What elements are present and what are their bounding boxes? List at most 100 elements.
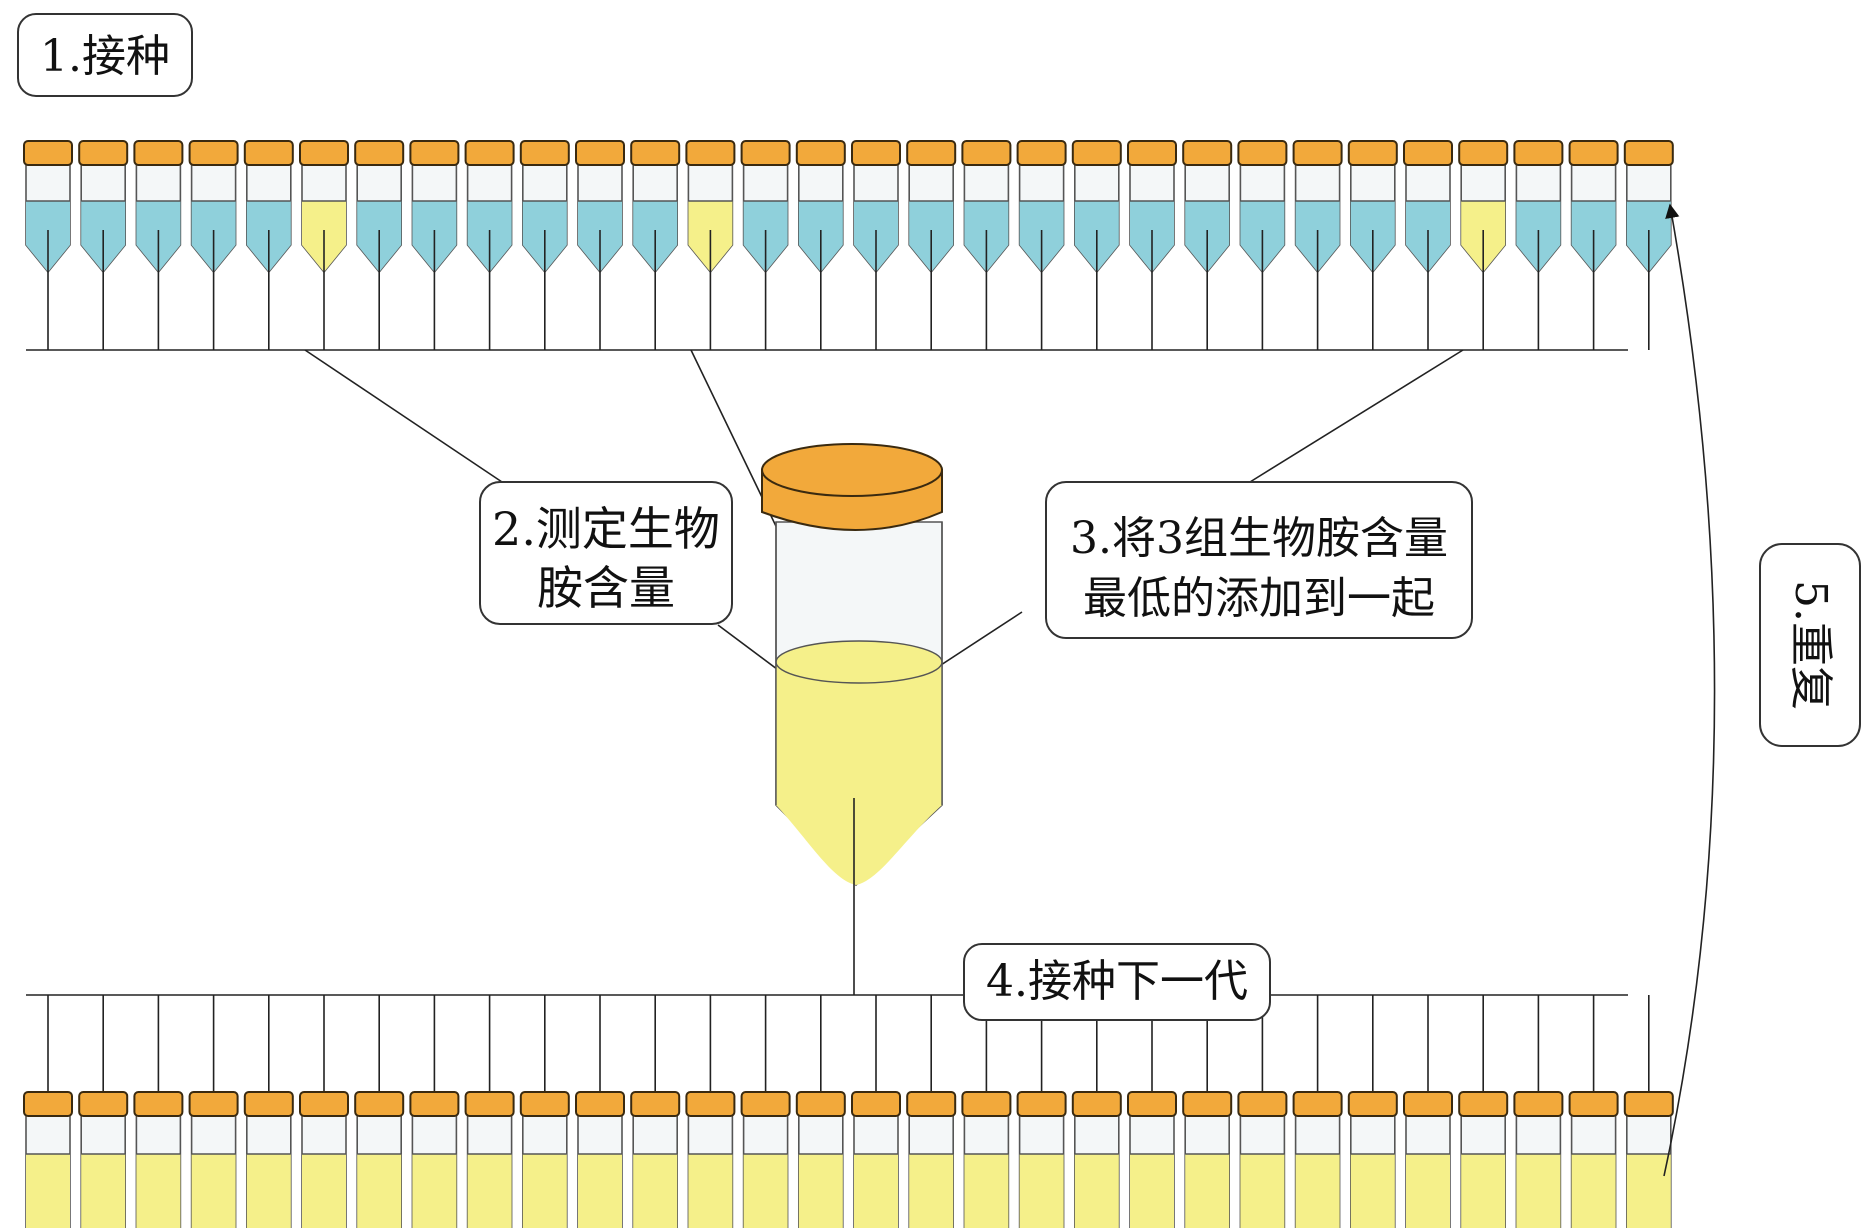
- step1-label-box: [17, 13, 193, 97]
- bottom-tube-cap: [1071, 1091, 1122, 1117]
- bottom-tube: [1347, 995, 1398, 1228]
- bottom-tube-cap: [519, 1091, 570, 1117]
- bottom-tube-liquid: [854, 1154, 898, 1228]
- bottom-tube-cap: [409, 1091, 460, 1117]
- bottom-tube-liquid: [26, 1154, 70, 1228]
- top-tube: [519, 140, 570, 350]
- bottom-tube-liquid: [1019, 1154, 1064, 1228]
- bottom-tube: [23, 995, 73, 1228]
- top-tube: [299, 140, 349, 350]
- top-tube-cap: [133, 140, 184, 166]
- bottom-tube: [961, 995, 1012, 1228]
- step2-label-box: [479, 481, 733, 625]
- top-tube: [1292, 140, 1343, 350]
- bottom-tube-liquid: [81, 1154, 126, 1228]
- bottom-tube: [1623, 995, 1674, 1228]
- bottom-tube-cap: [685, 1091, 736, 1117]
- top-tube-cap: [1071, 140, 1122, 166]
- step4-label-box: [963, 943, 1271, 1021]
- top-tube-cap: [630, 140, 681, 166]
- bottom-tube-cap: [1292, 1091, 1343, 1117]
- bottom-tube: [1237, 995, 1288, 1228]
- bottom-tube-cap: [1182, 1091, 1233, 1117]
- top-tube: [1623, 140, 1674, 350]
- top-tube: [1237, 140, 1288, 350]
- bottom-tube-cap: [740, 1091, 791, 1117]
- top-tube-cap: [354, 140, 405, 166]
- bottom-tube-cap: [1347, 1091, 1398, 1117]
- top-tube-cap: [464, 140, 515, 166]
- top-tube-cap: [1568, 140, 1619, 166]
- step5-label-box: [1759, 543, 1861, 747]
- top-tube-cap: [851, 140, 901, 166]
- bottom-tube-cap: [1127, 1091, 1177, 1117]
- bottom-tube: [354, 995, 405, 1228]
- bottom-tube-cap: [851, 1091, 901, 1117]
- bottom-tube-liquid: [1461, 1154, 1506, 1228]
- top-tube: [1458, 140, 1509, 350]
- step2-label-line2: 胺含量: [537, 561, 675, 615]
- step2-label-line1: 2.测定生物: [492, 502, 720, 556]
- bottom-tube-liquid: [357, 1154, 402, 1228]
- step4-label-text: 4.接种下一代: [986, 956, 1248, 1007]
- top-tube-cap: [685, 140, 736, 166]
- bottom-tube: [906, 995, 957, 1228]
- bottom-tube-cap: [23, 1091, 73, 1117]
- top-tube: [354, 140, 405, 350]
- top-tube: [464, 140, 515, 350]
- bottom-tube-cap: [961, 1091, 1012, 1117]
- bottom-tube: [1071, 995, 1122, 1228]
- bottom-tube: [740, 995, 791, 1228]
- top-tube: [409, 140, 460, 350]
- top-tube: [1127, 140, 1177, 350]
- top-tube-cap: [1237, 140, 1288, 166]
- step2-label: 2.测定生物 胺含量: [479, 481, 733, 625]
- top-tube: [1568, 140, 1619, 350]
- bottom-tube: [1568, 995, 1619, 1228]
- top-tube-cap: [409, 140, 460, 166]
- bottom-tube-cap: [906, 1091, 957, 1117]
- bottom-tube-liquid: [1240, 1154, 1285, 1228]
- top-tube: [961, 140, 1012, 350]
- top-tube-cap: [188, 140, 239, 166]
- bottom-tube-liquid: [1516, 1154, 1561, 1228]
- pooled-tube: [761, 443, 943, 887]
- top-tube-cap: [1458, 140, 1509, 166]
- step1-label: 1.接种: [17, 13, 193, 97]
- top-tube: [575, 140, 625, 350]
- step3-label-line1: 3.将3组生物胺含量: [1070, 513, 1448, 564]
- bottom-tube: [133, 995, 184, 1228]
- top-tube-cap: [78, 140, 129, 166]
- top-tube-cap: [23, 140, 73, 166]
- top-tube-cap: [1403, 140, 1453, 166]
- step5-label-text: 5.重复: [1785, 580, 1836, 710]
- bottom-tube: [575, 995, 625, 1228]
- bottom-tube-liquid: [578, 1154, 622, 1228]
- bottom-tube: [1016, 995, 1067, 1228]
- bottom-tube: [188, 995, 239, 1228]
- bottom-tube-liquid: [1406, 1154, 1450, 1228]
- bottom-tube-cap: [575, 1091, 625, 1117]
- bottom-tube: [1292, 995, 1343, 1228]
- step3-label-line2: 最低的添加到一起: [1083, 573, 1435, 624]
- bottom-tube: [78, 995, 129, 1228]
- top-tube-cap: [243, 140, 294, 166]
- top-tube: [851, 140, 901, 350]
- top-tube: [133, 140, 184, 350]
- pooled-tube-liquid-surface: [775, 640, 943, 684]
- bottom-tube-cap: [464, 1091, 515, 1117]
- top-tube-cap: [1127, 140, 1177, 166]
- top-tube: [1347, 140, 1398, 350]
- bottom-tube: [1182, 995, 1233, 1228]
- top-tube-cap: [299, 140, 349, 166]
- top-tube: [78, 140, 129, 350]
- bottom-tube-cap: [188, 1091, 239, 1117]
- bottom-tube-liquid: [136, 1154, 181, 1228]
- bottom-tube-cap: [1458, 1091, 1509, 1117]
- bottom-tube: [1127, 995, 1177, 1228]
- bottom-tube-liquid: [633, 1154, 678, 1228]
- top-tube-cap: [1292, 140, 1343, 166]
- bottom-tube: [795, 995, 846, 1228]
- bottom-tube: [464, 995, 515, 1228]
- top-tube: [23, 140, 73, 350]
